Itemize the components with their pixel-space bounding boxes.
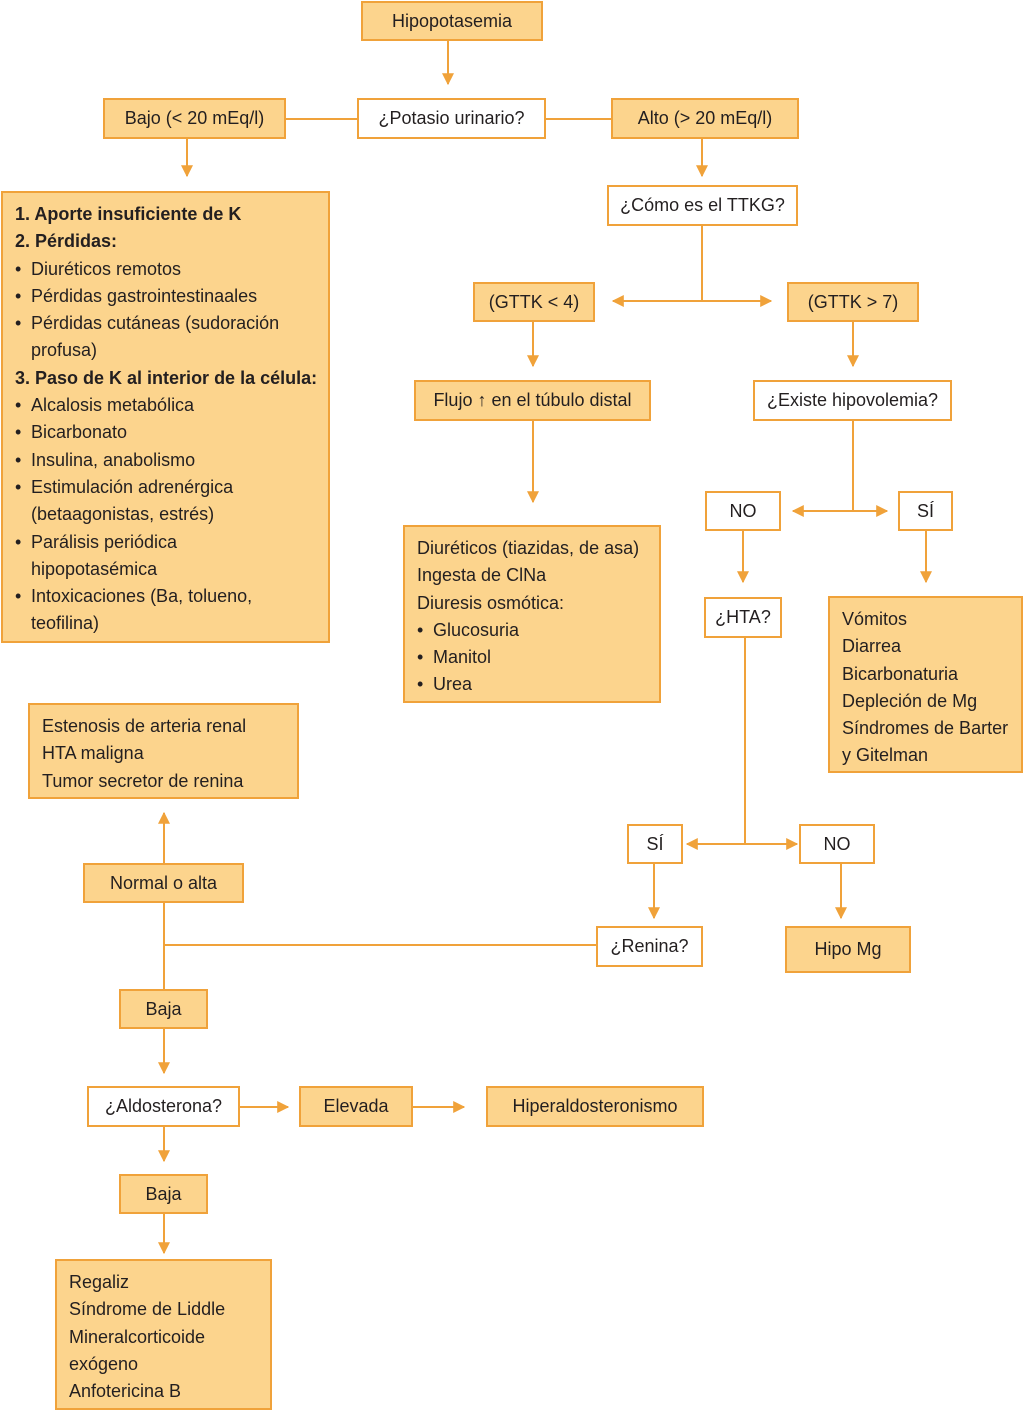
list-bullet-item: Glucosuria xyxy=(417,617,649,644)
list-item: Tumor secretor de renina xyxy=(42,770,244,791)
label: SÍ xyxy=(646,833,664,854)
label: NO xyxy=(823,833,851,854)
list-bullet-item: Parálisis periódica xyxy=(15,529,318,556)
label: (GTTK > 7) xyxy=(807,291,899,312)
list-heading: 2. Pérdidas: xyxy=(15,231,118,252)
list-item: Síndromes de Barter xyxy=(842,718,1009,739)
list-item: HTA maligna xyxy=(42,743,144,764)
list-item: Vómitos xyxy=(842,609,908,629)
list-item: exógeno xyxy=(69,1353,139,1374)
list-item: Regaliz xyxy=(69,1272,130,1292)
label: Alto (> 20 mEq/l) xyxy=(637,108,773,128)
node-normal-alta: Normal o alta xyxy=(83,863,244,903)
list-heading: 1. Aporte insuficiente de K xyxy=(15,204,242,224)
node-gttk-lt4: (GTTK < 4) xyxy=(473,282,595,322)
list-bajo-causes: 1. Aporte insuficiente de K 2. Pérdidas: D… xyxy=(1,191,330,643)
label: ¿Renina? xyxy=(610,936,689,956)
node-aldosterona-baja: Baja xyxy=(119,1174,208,1214)
list-bullet-item: Alcalosis metabólica xyxy=(15,392,318,419)
list-item: hipopotasémica xyxy=(31,558,158,579)
node-hipo-mg: Hipo Mg xyxy=(785,926,911,973)
label: ¿Cómo es el TTKG? xyxy=(620,195,785,215)
label: Bajo (< 20 mEq/l) xyxy=(124,108,265,128)
node-aldosterona: ¿Aldosterona? xyxy=(87,1086,240,1127)
node-hiperaldosteronismo: Hiperaldosteronismo xyxy=(486,1086,704,1127)
list-item: Diuréticos (tiazidas, de asa) xyxy=(417,538,640,558)
label: Baja xyxy=(145,1183,182,1204)
list-item: teofilina) xyxy=(31,613,100,634)
node-potasio-urinario: ¿Potasio urinario? xyxy=(357,98,546,139)
list-item: Diuresis osmótica: xyxy=(417,592,565,613)
list-flujo-causes: Diuréticos (tiazidas, de asa) Ingesta de … xyxy=(403,525,661,703)
node-bajo: Bajo (< 20 mEq/l) xyxy=(103,98,286,139)
node-alto: Alto (> 20 mEq/l) xyxy=(611,98,799,139)
list-bullet-item: Intoxicaciones (Ba, tolueno, xyxy=(15,583,318,610)
node-flujo: Flujo ↑ en el túbulo distal xyxy=(414,380,651,421)
list-bullet-item: Urea xyxy=(417,671,649,698)
label: ¿Potasio urinario? xyxy=(378,108,525,128)
list-item: profusa) xyxy=(31,340,98,361)
node-elevada: Elevada xyxy=(299,1086,413,1127)
list-item: Mineralcorticoide xyxy=(69,1326,206,1347)
list-bullet-item: Pérdidas gastrointestinaales xyxy=(15,283,318,310)
list-item: Depleción de Mg xyxy=(842,690,978,711)
label: ¿Aldosterona? xyxy=(104,1096,223,1116)
node-renina: ¿Renina? xyxy=(596,926,703,967)
label: Flujo ↑ en el túbulo distal xyxy=(433,390,632,410)
label: Baja xyxy=(145,998,182,1019)
label: (GTTK < 4) xyxy=(488,291,580,312)
node-hta-no: NO xyxy=(799,824,875,864)
list-bullet-item: Insulina, anabolismo xyxy=(15,447,318,474)
list-item: y Gitelman xyxy=(842,745,929,766)
list-bullet-item: Diuréticos remotos xyxy=(15,256,318,283)
list-item: Ingesta de ClNa xyxy=(417,565,547,586)
list-bullet-item: Bicarbonato xyxy=(15,419,318,446)
node-ttkg: ¿Cómo es el TTKG? xyxy=(607,185,798,226)
label: ¿HTA? xyxy=(715,607,771,627)
list-item: (betaagonistas, estrés) xyxy=(31,504,215,525)
list-item: Bicarbonaturia xyxy=(842,663,959,684)
label: Elevada xyxy=(323,1096,389,1116)
node-hipopotasemia: Hipopotasemia xyxy=(361,1,543,41)
list-item: Diarrea xyxy=(842,636,902,657)
list-heading: 3. Paso de K al interior de la célula: xyxy=(15,367,318,388)
label: Hiperaldosteronismo xyxy=(512,1096,678,1116)
node-hipovolemia-si: SÍ xyxy=(898,491,953,531)
list-bullet-item: Estimulación adrenérgica xyxy=(15,474,318,501)
label: Hipo Mg xyxy=(814,939,882,959)
list-bullet-item: Pérdidas cutáneas (sudoración xyxy=(15,310,318,337)
node-hipovolemia: ¿Existe hipovolemia? xyxy=(753,380,952,421)
list-item: Estenosis de arteria renal xyxy=(42,716,247,736)
list-item: Síndrome de Liddle xyxy=(69,1299,226,1320)
node-gttk-gt7: (GTTK > 7) xyxy=(787,282,919,322)
node-hta: ¿HTA? xyxy=(704,597,782,638)
label: NO xyxy=(729,500,757,521)
label: ¿Existe hipovolemia? xyxy=(766,390,939,410)
label: Normal o alta xyxy=(109,872,218,893)
list-item: Anfotericina B xyxy=(69,1381,182,1402)
node-hipovolemia-no: NO xyxy=(705,491,781,531)
node-renina-baja: Baja xyxy=(119,989,208,1029)
label: Hipopotasemia xyxy=(391,10,513,31)
label: SÍ xyxy=(916,500,934,521)
list-bullet-item: Manitol xyxy=(417,644,649,671)
node-hta-si: SÍ xyxy=(627,824,683,864)
